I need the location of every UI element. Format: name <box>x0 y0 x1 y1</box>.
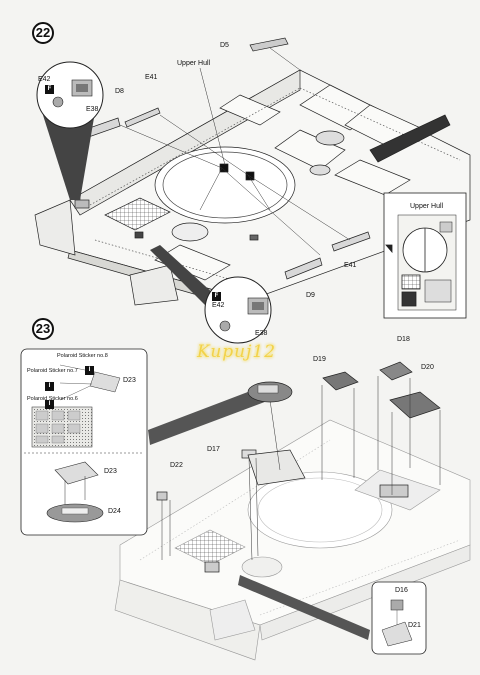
step23-guide-lines <box>161 376 441 561</box>
sticker-target-part <box>247 381 293 403</box>
d24-label: D24 <box>108 508 121 515</box>
d17-label: D17 <box>207 446 220 453</box>
callout-d16-d21 <box>238 575 427 655</box>
mark-f-bottom: F <box>212 292 221 301</box>
d18-label: D18 <box>397 336 410 343</box>
polaroid-8-label: Polaroid Sticker no.8 <box>57 353 108 359</box>
d22-label: D22 <box>170 462 183 469</box>
polaroid-6-label: Polaroid Sticker no.6 <box>27 396 78 402</box>
d21-label: D21 <box>408 622 421 629</box>
d19-label: D19 <box>313 356 326 363</box>
inset-upper-hull <box>383 192 467 319</box>
inset-upper-hull-label: Upper Hull <box>410 203 444 210</box>
e42-top-label: E42 <box>38 76 51 83</box>
d23-bottom-label: D23 <box>104 468 117 475</box>
e38-top-label: E38 <box>86 106 99 113</box>
polaroid-7-label: Polaroid Sticker no.7 <box>27 368 78 374</box>
mark-i-c: I <box>45 400 54 409</box>
step-23-badge: 23 <box>32 318 54 340</box>
callout-e42-e38-bottom <box>150 245 272 344</box>
d23-top-label: D23 <box>123 377 136 384</box>
d16-label: D16 <box>395 587 408 594</box>
e42-bottom-label: E42 <box>212 302 225 309</box>
mark-f-top: F <box>45 85 54 94</box>
d8-label: D8 <box>115 88 124 95</box>
callout-e42-e38-top <box>36 61 104 200</box>
step-22-badge: 22 <box>32 22 54 44</box>
watermark-kupuj12: Kupuj12 <box>197 342 277 362</box>
e41-bottom-label: E41 <box>344 262 357 269</box>
mark-i-b: I <box>45 382 54 391</box>
step23-hull <box>114 419 471 661</box>
mark-i-a: I <box>85 366 94 375</box>
d9-label: D9 <box>306 292 315 299</box>
upper-hull-label: Upper Hull <box>177 60 211 67</box>
e41-top-label: E41 <box>145 74 158 81</box>
d5-label: D5 <box>220 42 229 49</box>
e38-bottom-label: E38 <box>255 330 268 337</box>
step23-parts <box>156 361 441 573</box>
inset-polaroid-stickers <box>20 348 270 536</box>
d20-label: D20 <box>421 364 434 371</box>
